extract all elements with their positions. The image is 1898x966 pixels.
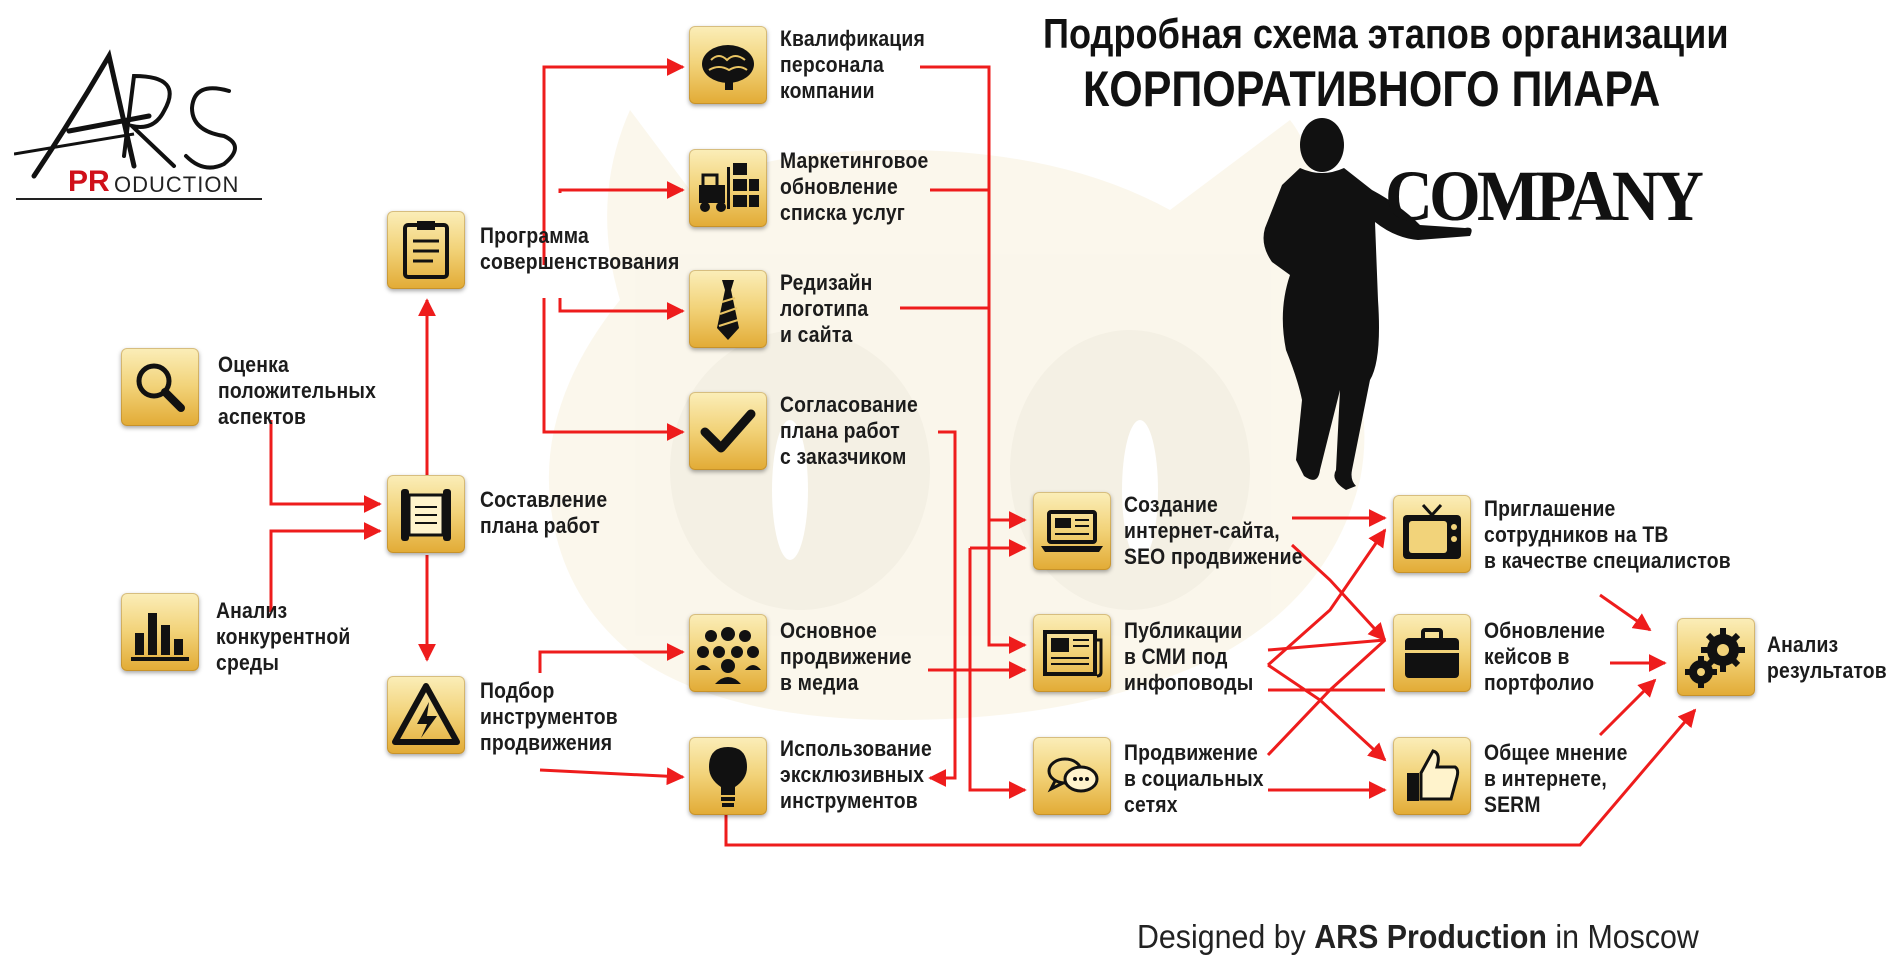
logo-pr-text: PR xyxy=(68,165,110,198)
node-label-publikatsii: Публикации в СМИ под инфоповоды xyxy=(1124,618,1254,695)
warning-lightning-icon xyxy=(387,676,465,754)
clipboard-icon xyxy=(387,211,465,289)
chat-bubbles-icon xyxy=(1033,737,1111,815)
magnifier-icon xyxy=(121,348,199,426)
brain-icon xyxy=(689,26,767,104)
footer-prefix: Designed by xyxy=(1137,918,1315,955)
node-label-redizain: Редизайн логотипа и сайта xyxy=(780,270,873,347)
node-label-priglashenie: Приглашение сотрудников на ТВ в качестве… xyxy=(1484,496,1731,573)
node-label-ispolzovanie: Использование эксклюзивных инструментов xyxy=(780,736,932,813)
businessman-silhouette xyxy=(1263,118,1472,490)
node-label-analiz-sredy: Анализ конкурентной среды xyxy=(216,598,351,675)
node-label-programma: Программа совершенствования xyxy=(480,223,680,274)
tv-icon xyxy=(1393,495,1471,573)
node-label-sostavlenie: Составление плана работ xyxy=(480,487,608,538)
footer-credit: Designed by ARS Production in Moscow xyxy=(1137,918,1699,956)
company-label: COMPANY xyxy=(1385,156,1704,236)
node-label-soglasovanie: Согласование плана работ с заказчиком xyxy=(780,392,918,469)
forklift-icon xyxy=(689,149,767,227)
laptop-icon xyxy=(1033,492,1111,570)
lightbulb-icon xyxy=(689,737,767,815)
node-label-obnovlenie: Обновление кейсов в портфолио xyxy=(1484,618,1606,695)
node-label-analiz-rez: Анализ результатов xyxy=(1767,632,1887,683)
title-line-2: КОРПОРАТИВНОГО ПИАРА xyxy=(1083,61,1661,117)
node-label-otsenka: Оценка положительных аспектов xyxy=(218,352,377,429)
tie-icon xyxy=(689,270,767,348)
bar-chart-icon xyxy=(121,593,199,671)
node-label-osnovnoe: Основное продвижение в медиа xyxy=(780,618,912,695)
gears-icon xyxy=(1677,618,1755,696)
footer-suffix: in Moscow xyxy=(1546,918,1699,955)
checkmark-icon xyxy=(689,392,767,470)
crowd-icon xyxy=(689,614,767,692)
logo-oduction-text: ODUCTION xyxy=(114,172,240,197)
connector-arrows xyxy=(269,58,1697,847)
ars-logo xyxy=(14,49,237,179)
node-label-kvalifikatsiya: Квалификация персонала компании xyxy=(780,26,925,103)
node-label-podbor: Подбор инструментов продвижения xyxy=(480,678,618,755)
node-label-obshchee: Общее мнение в интернете, SERM xyxy=(1484,740,1628,817)
title-line-1: Подробная схема этапов организации xyxy=(1043,10,1729,57)
scroll-icon xyxy=(387,475,465,553)
node-label-marketing: Маркетинговое обновление списка услуг xyxy=(780,148,929,225)
footer-brand: ARS Production xyxy=(1314,918,1547,955)
newspaper-icon xyxy=(1033,614,1111,692)
thumbs-up-icon xyxy=(1393,737,1471,815)
briefcase-icon xyxy=(1393,614,1471,692)
node-label-sozdanie: Создание интернет-сайта, SEO продвижение xyxy=(1124,492,1303,569)
node-label-prodvizhenie: Продвижение в социальных сетях xyxy=(1124,740,1264,817)
logo-underline xyxy=(16,198,262,200)
